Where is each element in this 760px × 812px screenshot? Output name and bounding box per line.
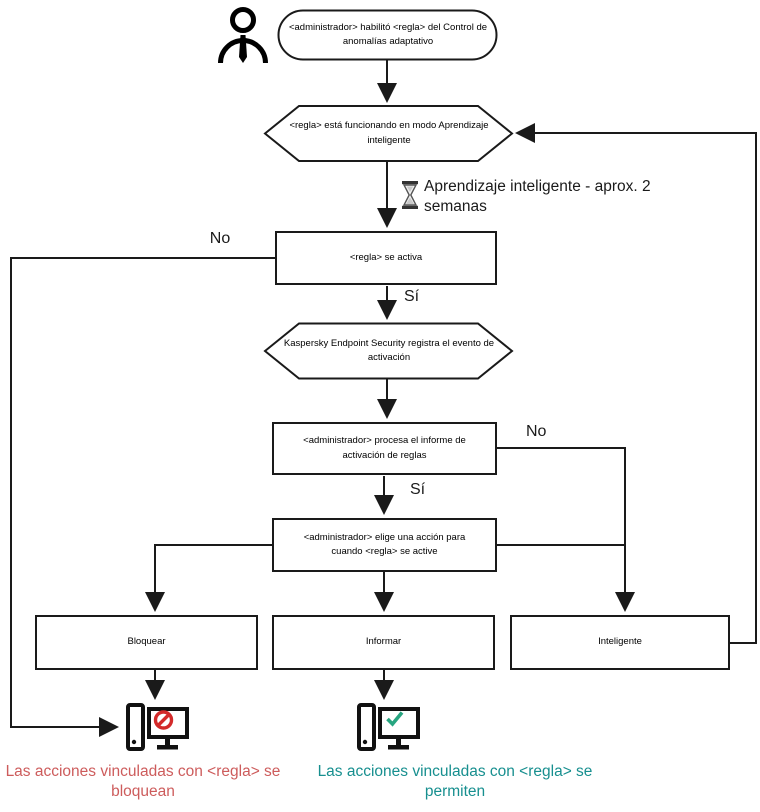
admin-choose-node: <administrador> elige una acción para cu… bbox=[272, 518, 497, 572]
connector-no-to-blocked-pc bbox=[10, 257, 275, 737]
connector-choose-to-block bbox=[145, 544, 272, 612]
label-no-left: No bbox=[209, 230, 231, 247]
label-yes-first: Sí bbox=[404, 288, 420, 305]
security-logs-hexagon bbox=[263, 322, 514, 380]
connector-no-to-smart bbox=[497, 447, 635, 612]
person-icon bbox=[218, 7, 268, 64]
start-node: <administrador> habilitó <regla> del Con… bbox=[288, 21, 488, 47]
admin-report-node: <administrador> procesa el informe de ac… bbox=[272, 422, 497, 475]
learning-mode-node: <regla> está funcionando en modo Aprendi… bbox=[289, 120, 489, 146]
computer-allowed-icon bbox=[357, 703, 420, 751]
feedback-smart-to-learning bbox=[515, 123, 757, 644]
label-yes-second: Sí bbox=[410, 481, 426, 498]
action-inform-node: Informar bbox=[272, 615, 495, 670]
security-logs-node: Kaspersky Endpoint Security registra el … bbox=[283, 337, 495, 363]
learning-note: Aprendizaje inteligente - aprox. 2 seman… bbox=[424, 178, 651, 216]
start-node-shape bbox=[277, 9, 498, 61]
label-no-right: No bbox=[526, 423, 547, 440]
caption-blocked: Las acciones vinculadas con <regla> se b… bbox=[5, 763, 281, 801]
rule-triggers-node: <regla> se activa bbox=[275, 231, 497, 285]
caption-allowed: Las acciones vinculadas con <regla> se p… bbox=[317, 763, 593, 801]
computer-blocked-icon bbox=[126, 703, 189, 751]
action-smart-node: Inteligente bbox=[510, 615, 730, 670]
hourglass-icon bbox=[402, 180, 418, 209]
learning-mode-hexagon bbox=[263, 105, 514, 162]
action-block-node: Bloquear bbox=[35, 615, 258, 670]
